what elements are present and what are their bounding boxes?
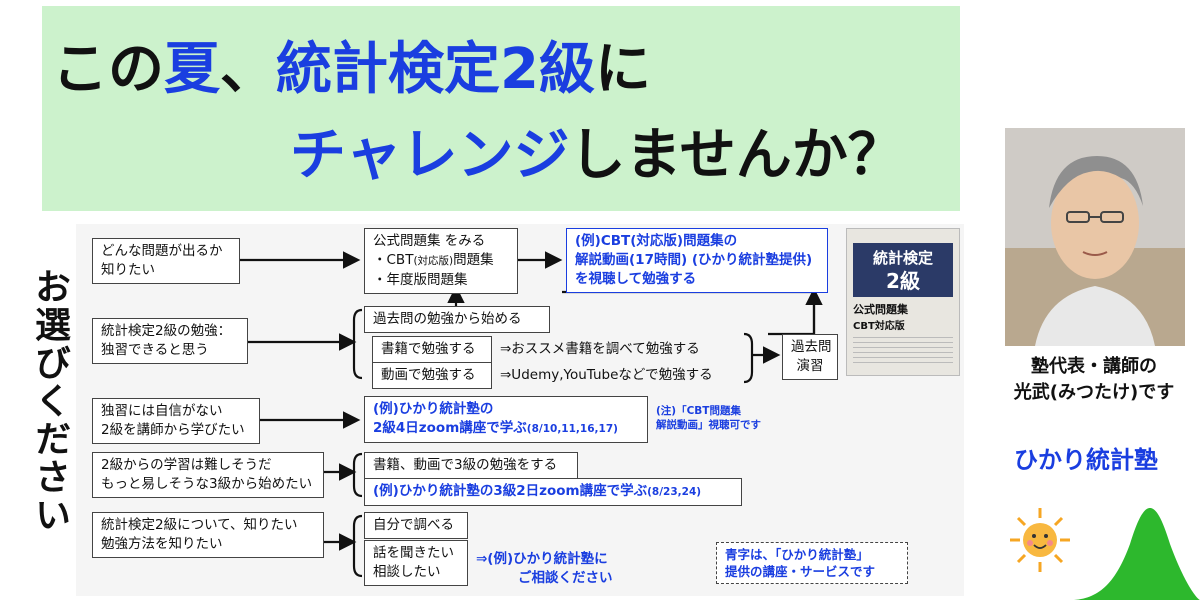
normal-curve-icon — [1074, 508, 1200, 600]
consult-box[interactable]: 話を聞きたい 相談したい — [364, 540, 468, 586]
past-exam-practice-box[interactable]: 過去問 演習 — [782, 334, 838, 380]
legend-box: 青字は、「ひかり統計塾」 提供の講座・サービスです — [716, 542, 908, 584]
school-name: ひかり統計塾 — [1014, 446, 1158, 474]
side-label: お選びください — [29, 268, 70, 534]
cbt-video-explanation-box[interactable]: (例)CBT(対応版)問題集の 解説動画(17時間) (ひかり統計塾提供) を視… — [566, 228, 828, 293]
question-learn-method[interactable]: 統計検定2級について、知りたい 勉強方法を知りたい — [92, 512, 324, 558]
level2-zoom-course-box[interactable]: (例)ひかり統計塾の 2級4日zoom講座で学ぶ(8/10,11,16,17) — [364, 396, 648, 443]
question-self-study[interactable]: 統計検定2級の勉強： 独習できると思う — [92, 318, 248, 364]
cbt-note-text: (注)「CBT問題集 解説動画」視聴可です — [656, 405, 761, 431]
consult-arrow-text[interactable]: ⇒(例)ひかり統計塾に ご相談ください — [476, 551, 613, 586]
headline-line2: チャレンジしませんか？ — [290, 123, 904, 188]
sun-icon — [1010, 508, 1070, 572]
headline-banner — [42, 6, 960, 211]
question-start-level3[interactable]: 2級からの学習は難しそうだ もっと易しそうな3級から始めたい — [92, 452, 324, 498]
presenter-portrait-icon — [1005, 128, 1185, 346]
question-what-problems[interactable]: どんな問題が出るか 知りたい — [92, 238, 240, 284]
presenter-caption: 塾代表・講師の 光武(みつたけ)です — [1013, 356, 1175, 403]
past-exam-start-box[interactable]: 過去問の勉強から始める — [364, 306, 550, 333]
question-learn-from-instructor[interactable]: 独習には自信がない 2級を講師から学びたい — [92, 398, 260, 444]
headline-line1: この夏、統計検定2級に — [52, 37, 651, 102]
video-study-arrow-text: ⇒Udemy,YouTubeなどで勉強する — [500, 367, 713, 383]
presenter-photo — [1005, 128, 1185, 346]
level3-self-study-box[interactable]: 書籍、動画で3級の勉強をする — [364, 452, 578, 479]
official-problem-book-box[interactable]: 公式問題集 をみる ・CBT(対応版)問題集 ・年度版問題集 — [364, 228, 518, 294]
self-research-box[interactable]: 自分で調べる — [364, 512, 468, 539]
book-study-arrow-text: ⇒おススメ書籍を調べて勉強する — [500, 341, 700, 357]
book-study-box[interactable]: 書籍で勉強する — [372, 336, 492, 363]
level3-zoom-course-box[interactable]: (例)ひかり統計塾の3級2日zoom講座で学ぶ(8/23,24) — [364, 478, 742, 506]
flowchart-panel: どんな問題が出るか 知りたい 統計検定2級の勉強： 独習できると思う 独習には自… — [76, 224, 964, 596]
official-book-cover: 統計検定 2級 公式問題集 CBT対応版 — [846, 228, 960, 376]
sun-and-curve-illustration — [1010, 508, 1200, 600]
video-study-box[interactable]: 動画で勉強する — [372, 362, 492, 389]
